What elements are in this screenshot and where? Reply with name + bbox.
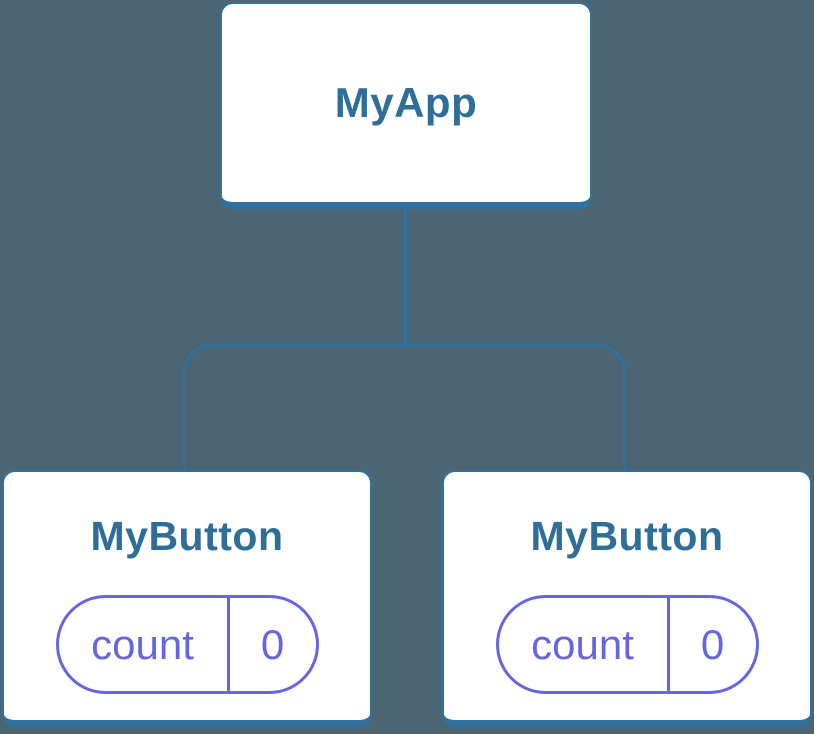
- component-label: MyButton: [530, 513, 724, 559]
- component-label: MyButton: [90, 513, 284, 559]
- state-name-cell: count: [499, 598, 670, 691]
- component-label: MyApp: [334, 79, 478, 126]
- connector-bracket: [183, 344, 626, 470]
- state-pill: count 0: [495, 595, 759, 694]
- state-value: 0: [700, 620, 725, 668]
- state-value: 0: [260, 620, 285, 668]
- state-name-cell: count: [59, 598, 230, 691]
- connector-stem: [404, 207, 407, 347]
- state-pill: count 0: [55, 595, 319, 694]
- state-value-cell: 0: [670, 598, 756, 691]
- component-node-mybutton-left: MyButton count 0: [2, 470, 372, 727]
- state-name: count: [531, 620, 634, 668]
- state-name: count: [91, 620, 194, 668]
- state-value-cell: 0: [230, 598, 316, 691]
- component-node-myapp: MyApp: [220, 2, 592, 209]
- component-node-mybutton-right: MyButton count 0: [442, 470, 812, 727]
